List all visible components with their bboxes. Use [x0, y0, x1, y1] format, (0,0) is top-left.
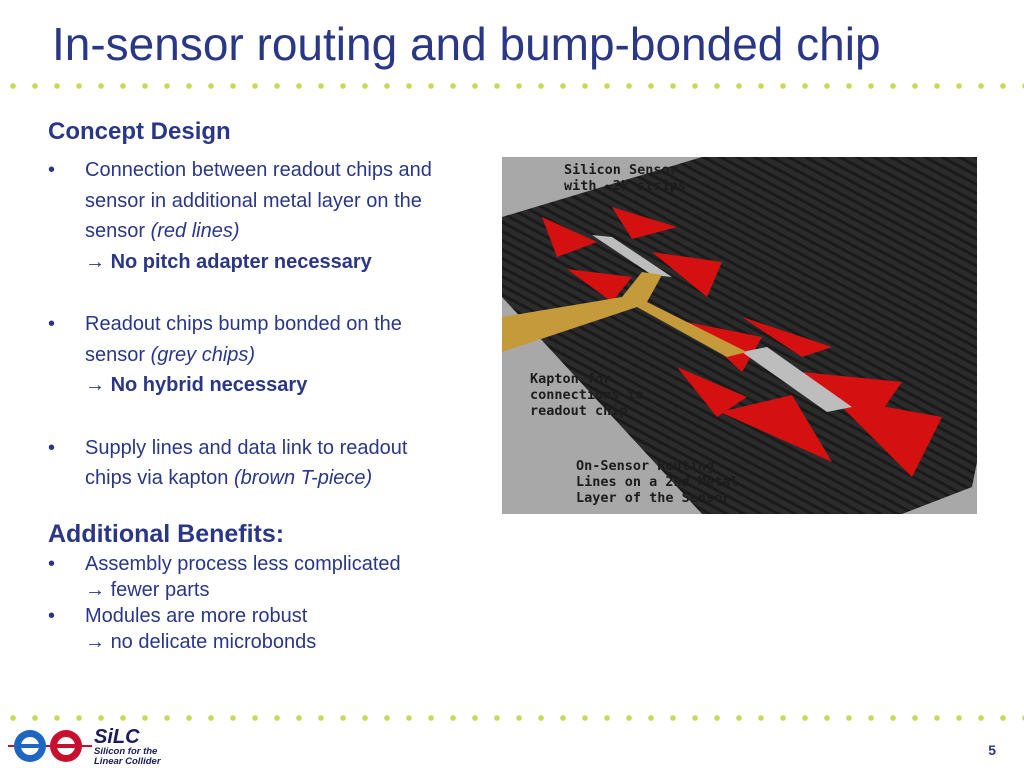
benefits-bullet-list: • Assembly process less complicated → fe…: [48, 551, 488, 655]
benefit-bullet-2: • Modules are more robust → no delicate …: [48, 603, 488, 655]
slide-title: In-sensor routing and bump-bonded chip: [52, 18, 881, 70]
routing-lines: [832, 397, 942, 477]
bullet-marker: •: [48, 553, 56, 575]
kapton-label: Kapton for connections to readout chip: [530, 371, 644, 419]
sensor-module-illustration: [502, 157, 977, 514]
bullet-italic-note: (grey chips): [150, 343, 256, 366]
logo-subtitle: Silicon for the Linear Collider: [94, 747, 161, 767]
routing-lines-label: On-Sensor Routing Lines on a 2nd Metal L…: [576, 458, 739, 506]
arrow-icon: →: [85, 579, 105, 601]
bullet-text: Assembly process less complicated: [85, 553, 401, 575]
readout-chip: [592, 235, 672, 277]
routing-lines: [742, 317, 832, 357]
bullet-line-last: sensor (red lines): [85, 216, 488, 247]
routing-lines: [612, 207, 677, 239]
bullet-result: → fewer parts: [85, 577, 488, 603]
bullet-italic-note: (brown T-piece): [233, 467, 373, 489]
bullet-marker: •: [48, 605, 56, 627]
result-text: fewer parts: [110, 579, 210, 601]
silc-logo: SiLC Silicon for the Linear Collider: [8, 726, 168, 767]
bullet-text: chips via kapton: [85, 467, 234, 489]
result-text: no delicate microbonds: [110, 631, 317, 653]
ee-collider-logo-icon: [8, 730, 92, 762]
silicon-sensor-label: Silicon Sensor with ~2k strips: [564, 162, 686, 194]
logo-subtitle-line: Linear Collider: [94, 756, 161, 767]
arrow-icon: →: [85, 631, 105, 653]
arrow-icon: →: [85, 250, 105, 273]
concept-bullet-1: • Connection between readout chips and s…: [48, 155, 488, 277]
sensor-module-figure: Silicon Sensor with ~2k strips Kapton fo…: [502, 157, 977, 514]
concept-bullet-list: • Connection between readout chips and s…: [48, 155, 488, 526]
bullet-line-last: chips via kapton (brown T-piece): [85, 463, 488, 494]
bottom-dotted-divider: [0, 713, 1024, 723]
benefit-bullet-1: • Assembly process less complicated → fe…: [48, 551, 488, 603]
bullet-line: Connection between readout chips and: [85, 159, 432, 181]
routing-lines: [542, 217, 597, 257]
bullet-line-last: sensor (grey chips): [85, 340, 488, 371]
logo-name: SiLC: [94, 726, 140, 748]
concept-bullet-3: • Supply lines and data link to readout …: [48, 433, 488, 494]
arrow-icon: →: [85, 374, 105, 396]
bullet-line: Readout chips bump bonded on the: [85, 313, 402, 335]
routing-lines: [677, 367, 747, 417]
concept-bullet-2: • Readout chips bump bonded on the senso…: [48, 309, 488, 401]
bullet-marker: •: [48, 436, 56, 459]
bullet-italic-note: (red lines): [150, 220, 240, 242]
bullet-result: → No hybrid necessary: [85, 370, 488, 401]
bullet-line: sensor in additional metal layer on the: [85, 189, 422, 212]
bullet-marker: •: [48, 159, 56, 181]
bullet-result: → No pitch adapter necessary: [85, 247, 488, 278]
result-text: No hybrid necessary: [110, 374, 308, 396]
bullet-result: → no delicate microbonds: [85, 629, 488, 655]
page-number: 5: [988, 742, 996, 758]
routing-lines: [567, 269, 632, 302]
benefits-heading: Additional Benefits:: [48, 520, 285, 548]
bullet-text: Modules are more robust: [85, 605, 308, 627]
kapton-t-piece: [502, 272, 747, 357]
bullet-marker: •: [48, 313, 56, 335]
bullet-text: sensor: [85, 220, 151, 242]
bullet-text: sensor: [85, 343, 151, 366]
result-text: No pitch adapter necessary: [110, 250, 372, 273]
bullet-line: Supply lines and data link to readout: [85, 436, 408, 459]
routing-lines: [720, 395, 832, 462]
top-dotted-divider: [0, 81, 1024, 91]
readout-chip: [742, 347, 852, 412]
routing-lines: [652, 252, 722, 297]
logo-subtitle-line: Silicon for the: [94, 746, 158, 757]
concept-heading: Concept Design: [48, 118, 231, 145]
